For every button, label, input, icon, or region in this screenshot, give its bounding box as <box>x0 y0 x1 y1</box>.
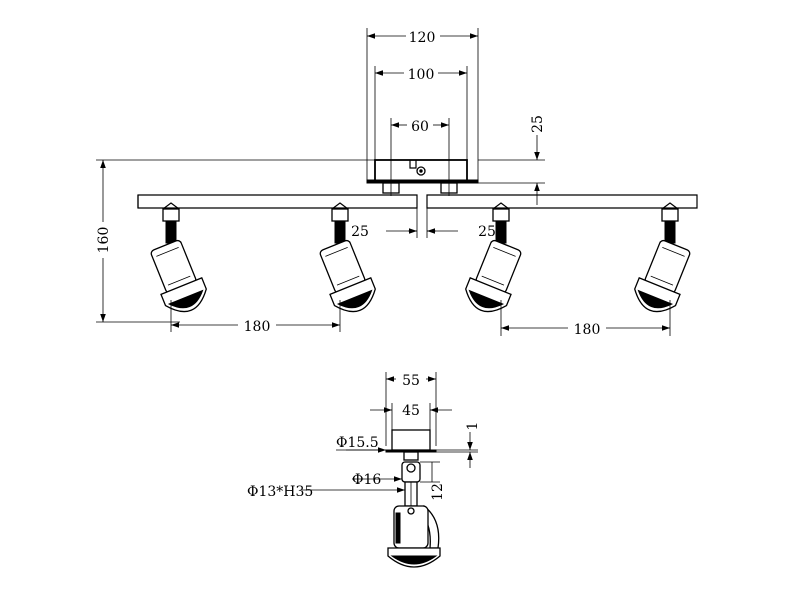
dim-label: 12 <box>430 483 446 501</box>
dimension-left-arm-offset: 25 <box>351 208 436 240</box>
detail-view: 55 45 Φ15.5 1 Φ16 <box>247 372 481 568</box>
mount-neck <box>403 451 419 461</box>
dimension-mount-diameter: Φ15.5 <box>336 435 386 453</box>
spotlight-3 <box>459 202 529 320</box>
dimension-mount-inner-width: 45 <box>370 403 452 430</box>
dimension-plate-height: 25 <box>478 115 546 205</box>
dim-label: 100 <box>408 67 435 83</box>
dim-label: 60 <box>411 119 429 135</box>
swivel-joint <box>401 461 421 507</box>
dim-label: 180 <box>244 319 271 335</box>
dim-label: 120 <box>409 30 436 46</box>
left-arm <box>137 194 418 209</box>
front-view: 120 100 60 25 <box>96 28 698 338</box>
dim-label: Φ16 <box>352 472 381 488</box>
right-arm <box>426 194 698 209</box>
dim-label: 25 <box>530 115 546 133</box>
dim-label: 180 <box>574 322 601 338</box>
dim-label: Φ13*H35 <box>247 484 313 500</box>
dim-label: 45 <box>402 403 420 419</box>
dimension-right-spot-spacing: 180 <box>500 300 671 338</box>
dim-label: 25 <box>478 224 496 240</box>
spotlight-4 <box>628 202 698 320</box>
dimension-left-spot-spacing: 180 <box>170 300 341 335</box>
dimension-plate-inner-width: 100 <box>374 66 468 160</box>
dimension-overall-height: 160 <box>96 159 375 323</box>
spotlight-2 <box>312 202 382 320</box>
dimension-hole-spacing: 60 <box>390 118 450 196</box>
dimension-joint-diameter: Φ16 <box>352 472 402 488</box>
dimension-right-arm-offset: 25 <box>408 224 496 240</box>
dimension-stem-size: Φ13*H35 <box>247 484 405 500</box>
dim-label: 25 <box>351 224 369 240</box>
spotlight-1 <box>143 202 213 320</box>
dimension-mount-thickness: 1 <box>436 422 481 468</box>
spot-head <box>387 505 441 568</box>
dimension-joint-height: 12 <box>420 461 446 501</box>
dim-label: 160 <box>96 227 112 254</box>
dim-label: 55 <box>402 373 420 389</box>
ceiling-plate <box>366 159 479 194</box>
dim-label: 1 <box>465 422 481 431</box>
mount-block <box>391 429 431 451</box>
dim-label: Φ15.5 <box>336 435 379 451</box>
dimension-plate-outer-width: 120 <box>366 28 479 180</box>
